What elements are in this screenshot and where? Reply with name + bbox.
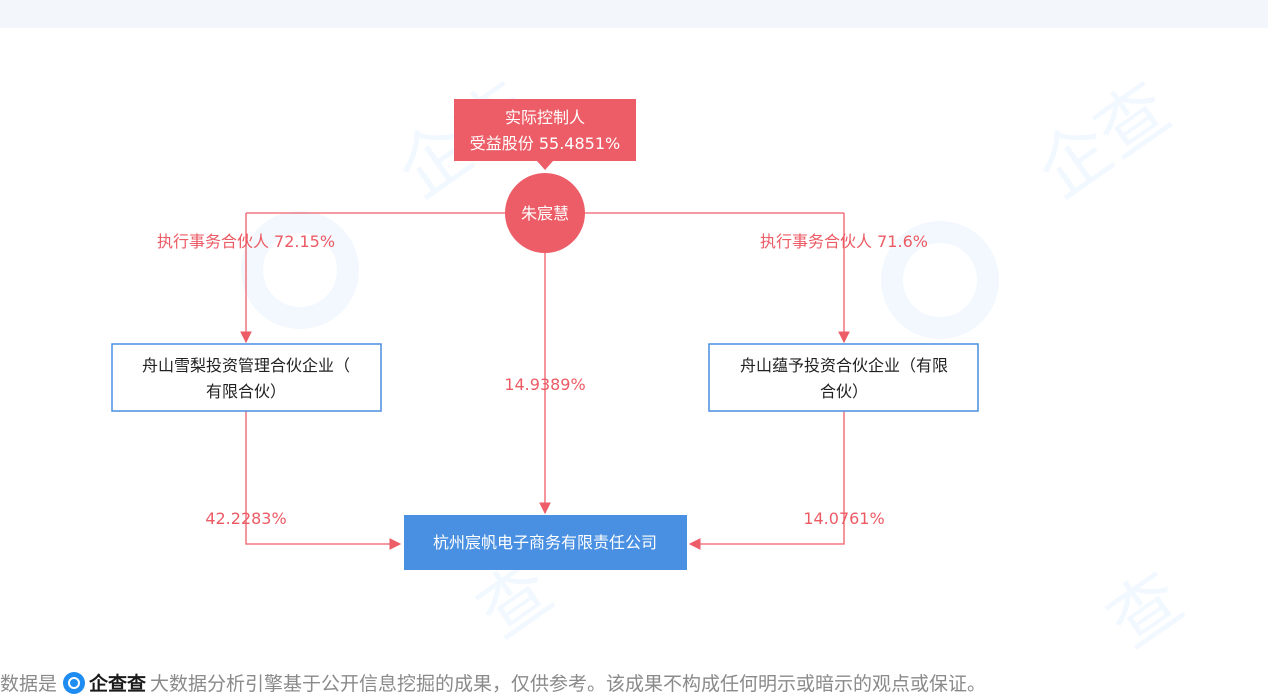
controller-header: 实际控制人 受益股份 55.4851% [454, 99, 636, 170]
controller-header-share: 受益股份 55.4851% [470, 134, 620, 153]
target-company-name: 杭州宸帆电子商务有限责任公司 [433, 533, 657, 552]
right-partner-name-line1: 舟山蕴予投资合伙企业（有限 [740, 356, 948, 375]
edge-left-partner-target [245, 411, 402, 550]
right-partner-role-label: 执行事务合伙人 71.6% [760, 232, 928, 251]
left-share-label: 42.2283% [205, 509, 286, 528]
qcc-logo-icon [63, 672, 86, 694]
watermark [241, 211, 999, 339]
direct-share-label: 14.9389% [504, 375, 585, 394]
left-partner-role-label: 执行事务合伙人 72.15% [157, 232, 335, 251]
svg-text:企查: 企查 [1023, 66, 1185, 213]
left-partner-name-line2: 有限合伙） [206, 382, 286, 401]
left-partner-name-line1: 舟山雪梨投资管理合伙企业（ [142, 356, 350, 375]
footer-text: 大数据分析引擎基于公开信息挖掘的成果，仅供参考。该成果不构成任何明示或暗示的观点… [150, 673, 987, 695]
person-node[interactable]: 朱宸慧 [505, 173, 585, 253]
right-share-label: 14.0761% [803, 509, 884, 528]
svg-text:查: 查 [1093, 557, 1197, 664]
footer-brand: 企查查 [89, 673, 147, 695]
left-partner-node[interactable]: 舟山雪梨投资管理合伙企业（ 有限合伙） [111, 343, 382, 412]
edge-right-partner-target [688, 411, 845, 550]
controller-header-title: 实际控制人 [505, 108, 585, 127]
right-partner-name-line2: 合伙） [820, 382, 868, 401]
person-name: 朱宸慧 [521, 204, 569, 223]
footer-disclaimer: 数据是 企查查大数据分析引擎基于公开信息挖掘的成果，仅供参考。该成果不构成任何明示… [0, 672, 1268, 697]
footer-prefix: 数据是 [0, 673, 58, 695]
top-banner [0, 0, 1268, 28]
right-partner-node[interactable]: 舟山蕴予投资合伙企业（有限 合伙） [708, 343, 979, 412]
edges [240, 212, 850, 550]
target-company-node[interactable]: 杭州宸帆电子商务有限责任公司 [404, 515, 687, 570]
